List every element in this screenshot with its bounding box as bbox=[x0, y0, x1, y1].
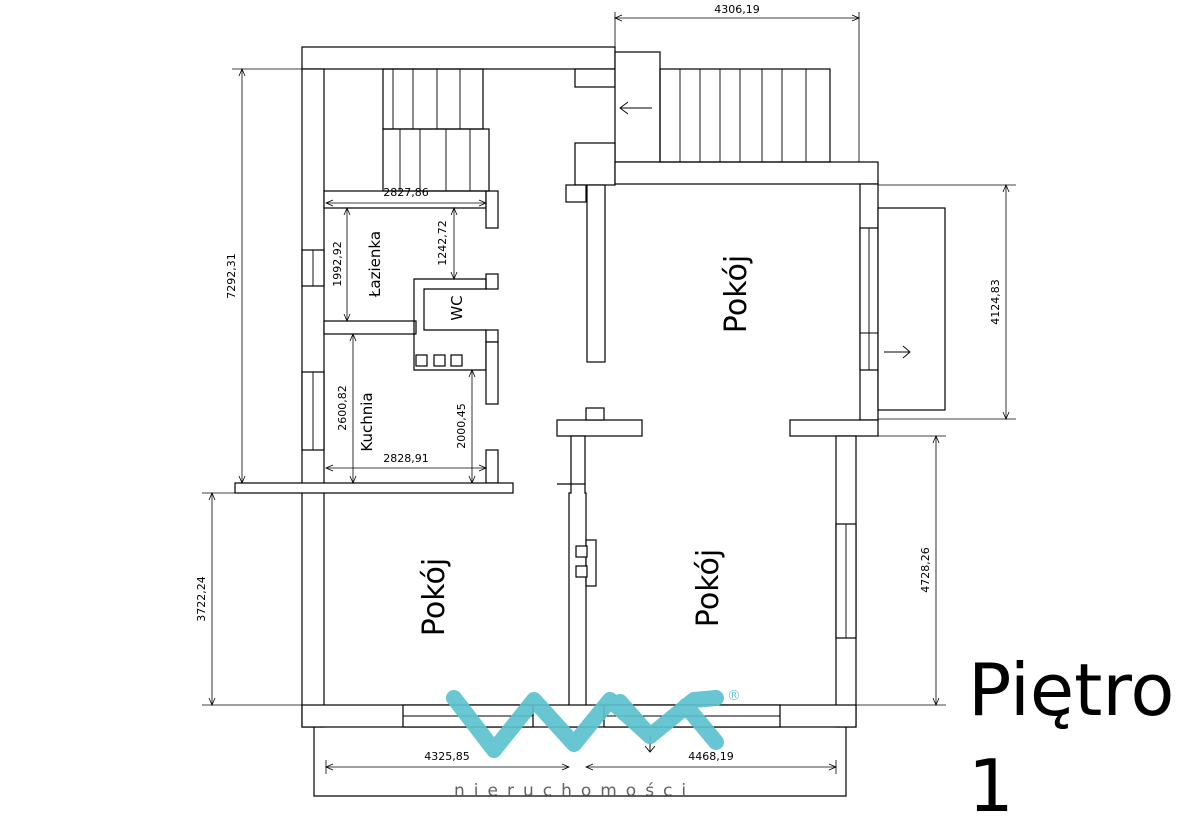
room-label-upper: Pokój bbox=[719, 255, 754, 333]
dim-wc-height: 1242,72 bbox=[436, 220, 449, 266]
stair-wall-top bbox=[574, 68, 616, 88]
dimension-lines bbox=[202, 12, 1016, 774]
room-labels: Pokój Pokój Pokój Łazienka WC Kuchnia bbox=[358, 231, 754, 636]
top-wall bbox=[301, 46, 616, 70]
registered-mark: ® bbox=[727, 688, 741, 704]
stairs bbox=[382, 68, 831, 192]
wc-door-jamb-top bbox=[485, 273, 499, 290]
dim-right-lower-height: 4728,26 bbox=[919, 547, 932, 593]
mid-wall-column bbox=[585, 407, 605, 421]
floor-title: Piętro 1 bbox=[968, 642, 1174, 834]
dim-bathroom-width: 2827,86 bbox=[383, 186, 429, 199]
kitchen-right-wall bbox=[485, 341, 499, 405]
dim-kitchen-height-right: 2000,45 bbox=[455, 403, 468, 449]
vent-1 bbox=[415, 354, 428, 367]
dim-right-upper-height: 4124,83 bbox=[989, 279, 1002, 325]
dim-left-lower-height: 3722,24 bbox=[195, 576, 208, 622]
mid-wall-center bbox=[556, 419, 643, 437]
floor-title-line1: Piętro bbox=[968, 648, 1175, 732]
column-small bbox=[565, 184, 587, 203]
watermark-subtitle: nieruchomości bbox=[454, 781, 695, 801]
kitchen-door-jamb bbox=[485, 449, 499, 484]
room-label-wc: WC bbox=[448, 295, 466, 320]
chimney-vent-1 bbox=[575, 545, 588, 558]
stair-landing bbox=[614, 51, 661, 163]
dim-bottom-right-width: 4468,19 bbox=[688, 750, 734, 763]
central-partition-upper bbox=[570, 435, 586, 485]
dimension-labels: 4306,19 7292,31 2827,86 1992,92 1242,72 … bbox=[195, 3, 1002, 763]
floor-title-line2: 1 bbox=[968, 744, 1014, 828]
vent-2 bbox=[433, 354, 446, 367]
mid-wall-left bbox=[234, 482, 514, 494]
dim-top-width: 4306,19 bbox=[714, 3, 760, 16]
dim-left-height: 7292,31 bbox=[225, 253, 238, 299]
bathroom-kitchen-wall bbox=[323, 320, 417, 335]
stair-direction-arrow-icon bbox=[619, 101, 652, 115]
balcony bbox=[877, 207, 946, 411]
floor-plan: 4306,19 7292,31 2827,86 1992,92 1242,72 … bbox=[195, 3, 1016, 801]
chimney bbox=[585, 539, 597, 587]
room-label-kitchen: Kuchnia bbox=[358, 392, 376, 451]
room-label-lower-left: Pokój bbox=[417, 558, 452, 636]
wc-door-jamb-bottom bbox=[485, 329, 499, 343]
upper-room-top-wall bbox=[614, 161, 879, 185]
upper-room-left-partition bbox=[586, 184, 606, 363]
room-label-lower-right: Pokój bbox=[691, 549, 726, 627]
chimney-vent-2 bbox=[575, 565, 588, 578]
wc-walls bbox=[413, 278, 487, 371]
dim-bathroom-height: 1992,92 bbox=[331, 241, 344, 287]
vent-3 bbox=[450, 354, 463, 367]
central-partition bbox=[557, 483, 587, 728]
balcony-arrow-icon bbox=[884, 345, 911, 359]
stair-wall-block bbox=[574, 142, 616, 186]
mid-wall-right bbox=[789, 419, 879, 437]
dim-kitchen-height-left: 2600,82 bbox=[336, 385, 349, 431]
watermark-logo: ® nieruchomości bbox=[446, 688, 741, 801]
room-label-bathroom: Łazienka bbox=[366, 231, 384, 298]
bathroom-right-wall bbox=[485, 190, 499, 229]
dim-kitchen-width: 2828,91 bbox=[383, 452, 429, 465]
walls bbox=[234, 46, 946, 797]
bottom-balcony bbox=[313, 727, 847, 797]
dim-bottom-left-width: 4325,85 bbox=[424, 750, 470, 763]
